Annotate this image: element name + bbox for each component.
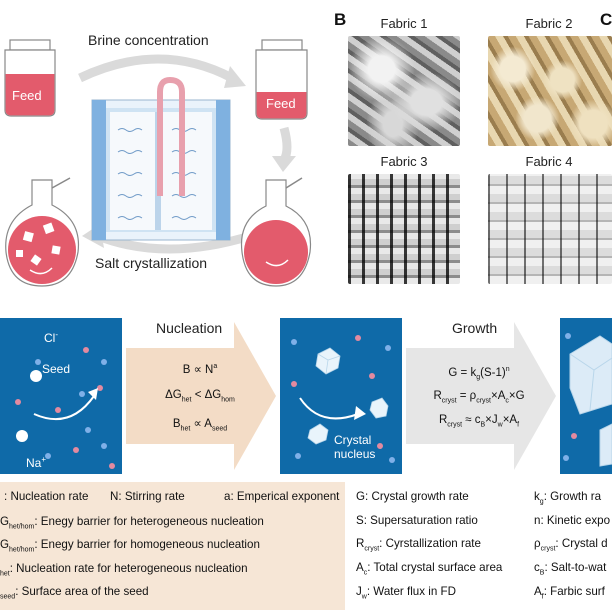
growth-box-illustration: [563, 333, 612, 467]
brine-concentration-label: Brine concentration: [88, 32, 209, 48]
legend-empirical-exponent: a: Emperical exponent: [224, 490, 340, 503]
legend-energy-barrier-het: Ghet/hom: Enegy barrier for heterogeneou…: [0, 515, 264, 531]
crystal-nucleus-label: Crystal nucleus: [334, 433, 376, 461]
growth-eq-2: Rcryst = ρcryst×Ac×G: [433, 390, 525, 405]
legend-nucleation-rate: : Nucleation rate: [4, 490, 89, 503]
seed-box-illustration: [15, 347, 115, 469]
legend-growth-rate: G: Crystal growth rate: [356, 490, 469, 503]
legend-seed-area: seed: Surface area of the seed: [0, 585, 149, 601]
panel-c-letter-cut: C: [600, 10, 612, 28]
top-arrow-head: [224, 66, 246, 88]
crystal-1: [315, 347, 341, 375]
left-crystallization-flask: [5, 177, 80, 287]
top-curved-arrow: [78, 54, 235, 83]
growth-title: Growth: [452, 320, 498, 336]
legend-supersaturation: S: Supersaturation ratio: [356, 514, 478, 527]
fabric-4-photo: [488, 174, 612, 284]
legend-crystal-surface-area: Ac: Total crystal surface area: [356, 561, 503, 577]
legend-crystallization-rate: Rcryst: Cyrstallization rate: [356, 537, 481, 553]
feed-label-left: Feed: [12, 88, 42, 103]
right-crystallization-flask: [240, 177, 312, 287]
nucleus-box-illustration: [291, 335, 395, 463]
ion-na-label: Na+: [26, 455, 47, 470]
crystal-2: [369, 397, 389, 419]
legend-water-flux: Jw: Water flux in FD: [356, 585, 456, 601]
crystal-3: [307, 423, 329, 445]
legend-stirring-rate: N: Stirring rate: [110, 490, 185, 503]
seed-solution-box: [0, 318, 122, 474]
bottom-curved-arrow: [96, 231, 252, 254]
legend-growth-rate-constant: kg: Growth ra: [534, 490, 602, 506]
process-loop-diagram: [4, 39, 312, 287]
legend-kinetic-exponent: n: Kinetic expo: [534, 514, 611, 527]
right-feed-bottle: [255, 39, 308, 120]
right-down-arrow: [279, 126, 292, 163]
fabric-3-title: Fabric 3: [380, 154, 428, 169]
fabric-1-title: Fabric 1: [380, 16, 428, 31]
fabric-4-title: Fabric 4: [525, 154, 573, 169]
nucleation-legend-panel: [0, 482, 345, 610]
nucleation-arrow: [126, 322, 276, 470]
fabric-2-photo: [488, 36, 612, 146]
legend-fabric-surface: Af: Farbic surf: [534, 585, 605, 601]
forward-distillation-cell: [91, 76, 231, 241]
fabric-2-title: Fabric 2: [525, 16, 573, 31]
legend-het-nucleation-rate: het: Nucleation rate for heterogeneous n…: [0, 562, 248, 578]
fabric-1-photo: [348, 36, 460, 146]
right-arrow-head: [272, 156, 296, 172]
salt-crystallization-label: Salt crystallization: [95, 255, 208, 271]
growth-eq-1: G = kg(S-1)n: [448, 366, 510, 382]
nucleation-eq-3: Bhet ∝ Aseed: [172, 418, 228, 433]
legend-crystal-density: ρcryst: Crystal d: [534, 537, 608, 553]
left-feed-bottle: [4, 39, 56, 117]
growth-arrow: [406, 322, 556, 470]
fabric-3-photo: [348, 174, 460, 284]
feed-label-right: Feed: [266, 96, 296, 111]
panel-b-letter: B: [334, 10, 347, 29]
growth-eq-3: Rcryst ≈ cB×Jw×Af: [438, 414, 520, 429]
ion-cl-label: Cl-: [44, 330, 59, 345]
nucleation-title: Nucleation: [156, 320, 223, 336]
nucleation-eq-1: B ∝ Na: [182, 363, 218, 376]
nucleation-eq-2: ΔGhet < ΔGhom: [165, 389, 235, 404]
legend-salt-to-water: cB: Salt-to-wat: [534, 561, 607, 577]
seed-label: Seed: [42, 362, 71, 376]
legend-energy-barrier-hom: Ghet/hom: Enegy barrier for homogeneous …: [0, 538, 260, 554]
